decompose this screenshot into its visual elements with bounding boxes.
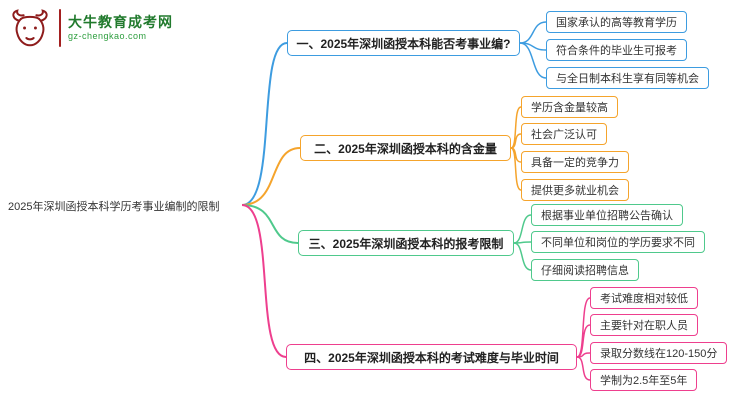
leaf-node: 学历含金量较高 xyxy=(521,96,618,118)
leaf-node: 考试难度相对较低 xyxy=(590,287,698,309)
site-domain: gz-chengkao.com xyxy=(68,31,147,42)
leaf-node: 根据事业单位招聘公告确认 xyxy=(531,204,683,226)
leaf-node: 学制为2.5年至5年 xyxy=(590,369,698,391)
leaf-node: 提供更多就业机会 xyxy=(521,179,629,201)
logo-divider xyxy=(59,9,61,47)
leaf-node: 与全日制本科生享有同等机会 xyxy=(546,67,709,89)
branch-node-2: 二、2025年深圳函授本科的含金量 xyxy=(300,135,511,161)
site-logo: 大牛教育成考网 gz-chengkao.com xyxy=(8,8,173,48)
branch-node-4: 四、2025年深圳函授本科的考试难度与毕业时间 xyxy=(286,344,577,370)
leaf-node: 国家承认的高等教育学历 xyxy=(546,11,687,33)
leaf-node: 录取分数线在120-150分 xyxy=(590,342,728,364)
leaf-node: 不同单位和岗位的学历要求不同 xyxy=(531,231,705,253)
root-node: 2025年深圳函授本科学历考事业编制的限制 xyxy=(8,201,220,213)
logo-text: 大牛教育成考网 gz-chengkao.com xyxy=(68,14,173,43)
leaf-node: 符合条件的毕业生可报考 xyxy=(546,39,687,61)
branch-node-1: 一、2025年深圳函授本科能否考事业编? xyxy=(287,30,520,56)
leaf-node: 社会广泛认可 xyxy=(521,123,607,145)
branch-node-3: 三、2025年深圳函授本科的报考限制 xyxy=(298,230,514,256)
ox-icon xyxy=(8,8,52,48)
leaf-node: 具备一定的竞争力 xyxy=(521,151,629,173)
leaf-node: 主要针对在职人员 xyxy=(590,314,698,336)
site-name: 大牛教育成考网 xyxy=(68,13,173,30)
leaf-node: 仔细阅读招聘信息 xyxy=(531,259,639,281)
